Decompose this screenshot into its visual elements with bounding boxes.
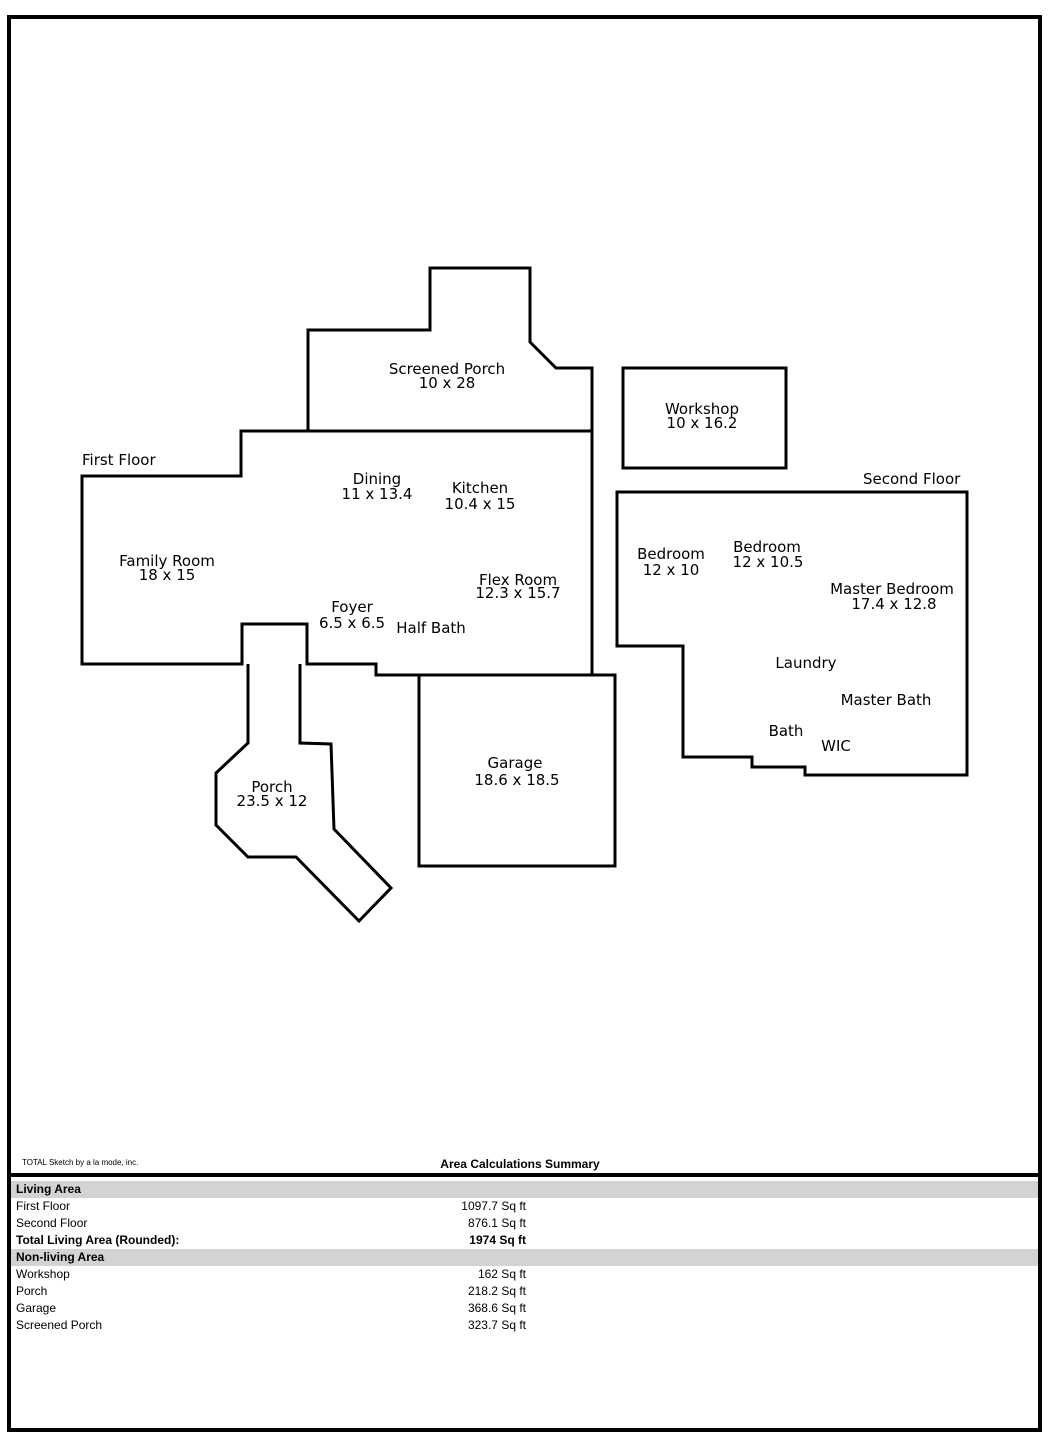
workshop-outline — [621, 366, 788, 470]
flex-room-name: Flex Room — [479, 571, 557, 589]
dining-name: Dining — [353, 470, 401, 488]
table-row: Second Floor 876.1 Sq ft — [11, 1215, 1038, 1232]
summary-title: Area Calculations Summary — [440, 1157, 600, 1171]
porch-name: Porch — [251, 778, 292, 796]
second-floor-label: Second Floor — [863, 470, 961, 488]
row-value: 368.6 Sq ft — [467, 1301, 526, 1315]
table-row: Garage 368.6 Sq ft — [11, 1300, 1038, 1317]
page-frame — [7, 15, 1042, 1432]
row-label: Garage — [16, 1301, 57, 1315]
kitchen-name: Kitchen — [452, 479, 508, 497]
total-value: 1974 Sq ft — [469, 1233, 526, 1247]
area-summary-table: Living Area First Floor 1097.7 Sq ft Sec… — [11, 1181, 1038, 1334]
bedroom-2-name: Bedroom — [733, 538, 801, 556]
workshop-name: Workshop — [665, 400, 739, 418]
row-label: Screened Porch — [16, 1318, 103, 1332]
screened-porch-outline — [306, 266, 594, 431]
row-value: 876.1 Sq ft — [467, 1216, 526, 1230]
bedroom-2-dims: 12 x 10.5 — [733, 553, 804, 571]
row-value: 1097.7 Sq ft — [461, 1199, 526, 1213]
dining-dims: 11 x 13.4 — [342, 485, 413, 503]
master-bedroom-dims: 17.4 x 12.8 — [851, 595, 936, 613]
table-row: First Floor 1097.7 Sq ft — [11, 1198, 1038, 1215]
screened-porch-dims: 10 x 28 — [419, 374, 476, 392]
porch-dims: 23.5 x 12 — [237, 792, 308, 810]
workshop-dims: 10 x 16.2 — [667, 414, 738, 432]
table-row: Porch 218.2 Sq ft — [11, 1283, 1038, 1300]
bedroom-1-name: Bedroom — [637, 545, 705, 563]
wic-name: WIC — [821, 737, 851, 755]
first-floor-label: First Floor — [82, 451, 156, 469]
garage-name: Garage — [488, 754, 543, 772]
living-area-heading: Living Area — [11, 1181, 1038, 1198]
foyer-dims: 6.5 x 6.5 — [319, 614, 385, 632]
master-bedroom-name: Master Bedroom — [830, 580, 954, 598]
family-room-name: Family Room — [119, 552, 215, 570]
foyer-name: Foyer — [331, 598, 373, 616]
bedroom-1-dims: 12 x 10 — [643, 561, 700, 579]
master-bath-name: Master Bath — [841, 691, 932, 709]
porch-outline — [214, 664, 394, 924]
bath-name: Bath — [769, 722, 804, 740]
flex-room-dims: 12.3 x 15.7 — [475, 584, 560, 602]
row-value: 162 Sq ft — [477, 1267, 526, 1281]
family-room-dims: 18 x 15 — [139, 566, 196, 584]
sketch-credit: TOTAL Sketch by a la mode, inc. — [22, 1158, 139, 1167]
summary-divider — [7, 1173, 1042, 1177]
row-value: 218.2 Sq ft — [467, 1284, 526, 1298]
half-bath-name: Half Bath — [396, 619, 466, 637]
screened-porch-name: Screened Porch — [389, 360, 505, 378]
kitchen-dims: 10.4 x 15 — [445, 495, 516, 513]
table-row: Screened Porch 323.7 Sq ft — [11, 1317, 1038, 1334]
table-row: Workshop 162 Sq ft — [11, 1266, 1038, 1283]
laundry-name: Laundry — [775, 654, 836, 672]
first-floor-outline — [80, 429, 594, 677]
row-value: 323.7 Sq ft — [467, 1318, 526, 1332]
garage-dims: 18.6 x 18.5 — [474, 771, 559, 789]
non-living-area-heading: Non-living Area — [11, 1249, 1038, 1266]
total-living-row: Total Living Area (Rounded): 1974 Sq ft — [11, 1232, 1038, 1249]
garage-outline — [417, 673, 617, 868]
row-label: Second Floor — [16, 1216, 88, 1230]
floor-plan-sketch: First Floor Second Floor Screened Porch … — [80, 266, 969, 924]
row-label: Porch — [16, 1284, 48, 1298]
total-label: Total Living Area (Rounded): — [16, 1233, 180, 1247]
row-label: First Floor — [16, 1199, 70, 1213]
row-label: Workshop — [16, 1267, 70, 1281]
second-floor-outline — [615, 490, 969, 777]
